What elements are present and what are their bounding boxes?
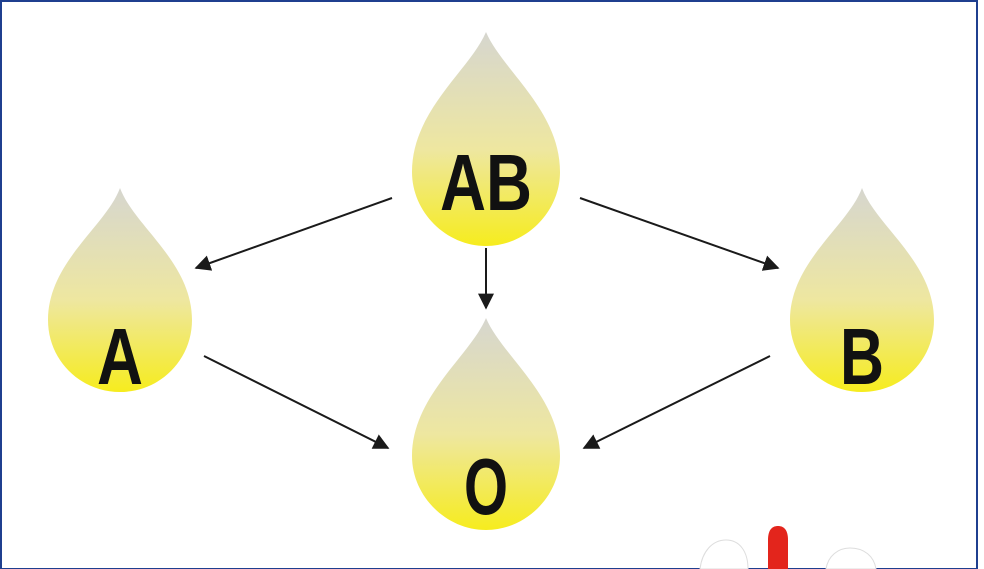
- drop-b-label: B: [840, 312, 884, 401]
- cropped-drop-illustration: [699, 526, 877, 569]
- drop-o-label: O: [464, 442, 508, 531]
- drop-ab: AB: [412, 32, 560, 246]
- drop-o: O: [412, 318, 560, 531]
- drop-a: A: [48, 188, 192, 401]
- arrows: [194, 197, 780, 449]
- arrow-b-to-o: [582, 355, 771, 449]
- drop-o-shape: [412, 318, 560, 530]
- drop-a-label: A: [97, 312, 143, 401]
- drop-ab-label: AB: [440, 138, 532, 227]
- red-drop-icon: [768, 526, 788, 569]
- arrow-a-to-o: [203, 355, 390, 449]
- white-blob-left: [699, 539, 749, 569]
- drop-b: B: [790, 188, 934, 401]
- arrow-ab-to-a: [194, 197, 393, 271]
- drop-b-shape: [790, 188, 934, 392]
- arrow-ab-to-b: [579, 197, 780, 271]
- drop-ab-shape: [412, 32, 560, 246]
- drop-a-shape: [48, 188, 192, 392]
- white-blob-right: [825, 547, 877, 569]
